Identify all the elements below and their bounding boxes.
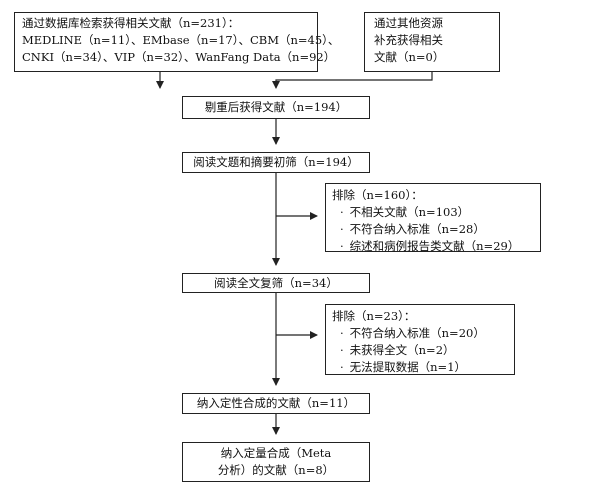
qualitative-synthesis-box: 纳入定性合成的文献（n=11） xyxy=(182,393,370,414)
exclusion-2-heading: 排除（n=23）： xyxy=(332,309,416,323)
title-abstract-screen-box: 阅读文题和摘要初筛（n=194） xyxy=(182,152,370,173)
database-search-line-2: MEDLINE（n=11）、EMbase（n=17）、CBM（n=45）、 xyxy=(22,33,340,47)
fulltext-screen-box: 阅读全文复筛（n=34） xyxy=(182,273,370,293)
exclusion-1-item: 不符合纳入标准（n=28） xyxy=(332,221,540,238)
quantitative-synthesis-box: 纳入定量合成（Meta 分析）的文献（n=8） xyxy=(182,442,370,482)
fulltext-screen-text: 阅读全文复筛（n=34） xyxy=(214,275,338,290)
exclusion-1-heading: 排除（n=160）： xyxy=(332,188,423,202)
database-search-line-1: 通过数据库检索获得相关文献（n=231）： xyxy=(22,16,240,30)
other-sources-line-2: 补充获得相关 xyxy=(374,33,443,47)
exclusion-2-item: 无法提取数据（n=1） xyxy=(332,359,514,376)
after-dedup-text: 剔重后获得文献（n=194） xyxy=(204,100,348,114)
exclusion-2-item: 不符合纳入标准（n=20） xyxy=(332,325,514,342)
exclusion-box-2: 排除（n=23）： 不符合纳入标准（n=20） 未获得全文（n=2） 无法提取数… xyxy=(325,304,515,375)
other-sources-line-3: 文献（n=0） xyxy=(374,50,445,64)
other-sources-line-1: 通过其他资源 xyxy=(374,16,443,30)
quantitative-synthesis-line-1: 纳入定量合成（Meta xyxy=(220,446,332,460)
arrow-other-to-dedup xyxy=(272,72,433,89)
database-search-box: 通过数据库检索获得相关文献（n=231）： MEDLINE（n=11）、EMba… xyxy=(14,12,340,72)
other-sources-box: 通过其他资源 补充获得相关 文献（n=0） xyxy=(364,12,500,72)
quantitative-synthesis-line-2: 分析）的文献（n=8） xyxy=(217,463,335,477)
exclusion-box-1: 排除（n=160）： 不相关文献（n=103） 不符合纳入标准（n=28） 综述… xyxy=(325,183,541,255)
exclusion-2-item: 未获得全文（n=2） xyxy=(332,342,514,359)
after-dedup-box: 剔重后获得文献（n=194） xyxy=(182,96,370,119)
exclusion-1-item: 不相关文献（n=103） xyxy=(332,204,540,221)
title-abstract-screen-text: 阅读文题和摘要初筛（n=194） xyxy=(193,155,359,169)
exclusion-1-item: 综述和病例报告类文献（n=29） xyxy=(332,238,540,255)
qualitative-synthesis-text: 纳入定性合成的文献（n=11） xyxy=(196,396,356,410)
database-search-line-3: CNKI（n=34）、VIP（n=32）、WanFang Data（n=92） xyxy=(22,50,336,64)
